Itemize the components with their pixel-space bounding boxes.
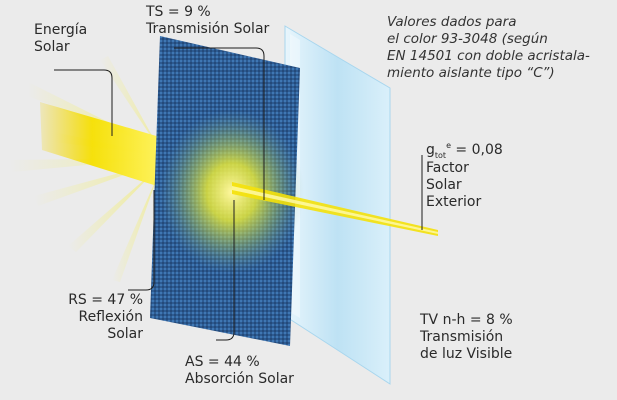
energia-line-1: Energía: [34, 22, 88, 38]
g-value: = 0,08: [450, 142, 503, 158]
label-absorcion-solar: AS = 44 % Absorción Solar: [185, 354, 294, 388]
g-subscript: tot: [434, 151, 447, 160]
g-formula: gtote = 0,08: [426, 141, 503, 160]
leader-lines: [54, 47, 423, 341]
incoming-beam: [40, 102, 170, 190]
g-line-2: Solar: [426, 177, 462, 193]
tv-line-2: de luz Visible: [420, 346, 513, 362]
label-transmision-solar: TS = 9 % Transmisión Solar: [146, 4, 269, 38]
label-transmision-visible: TV n-h = 8 % Transmisión de luz Visible: [420, 312, 513, 363]
as-text: Absorción Solar: [185, 371, 294, 387]
note-valores: Valores dados para el color 93-3048 (seg…: [387, 14, 590, 82]
note-line-1: Valores dados para: [387, 14, 517, 30]
rs-line-2: Solar: [107, 326, 143, 342]
note-line-3: EN 14501 con doble acristala-: [387, 48, 590, 64]
note-line-4: miento aislante tipo “C”): [387, 65, 555, 81]
leader-as: [216, 200, 235, 341]
g-line-1: Factor: [426, 160, 469, 176]
tv-value: TV n-h = 8 %: [420, 312, 513, 328]
tv-line-1: Transmisión: [420, 329, 504, 345]
as-value: AS = 44 %: [185, 354, 260, 370]
leader-rs: [128, 190, 155, 291]
label-factor-solar: gtote = 0,08 Factor Solar Exterior: [426, 141, 503, 211]
rs-line-1: Reflexión: [78, 309, 143, 325]
ts-value: TS = 9 %: [146, 4, 211, 20]
leader-energia: [54, 69, 113, 136]
note-line-2: el color 93-3048 (según: [387, 31, 548, 47]
energia-line-2: Solar: [34, 39, 70, 55]
label-reflexion-solar: RS = 47 % Reflexión Solar: [68, 292, 143, 343]
g-superscript: e: [446, 141, 451, 150]
rs-value: RS = 47 %: [68, 292, 143, 308]
leader-ts: [174, 47, 265, 200]
g-symbol: g: [426, 142, 435, 158]
label-energia-solar: Energía Solar: [34, 22, 87, 56]
g-line-3: Exterior: [426, 194, 482, 210]
ts-text: Transmisión Solar: [146, 21, 270, 37]
